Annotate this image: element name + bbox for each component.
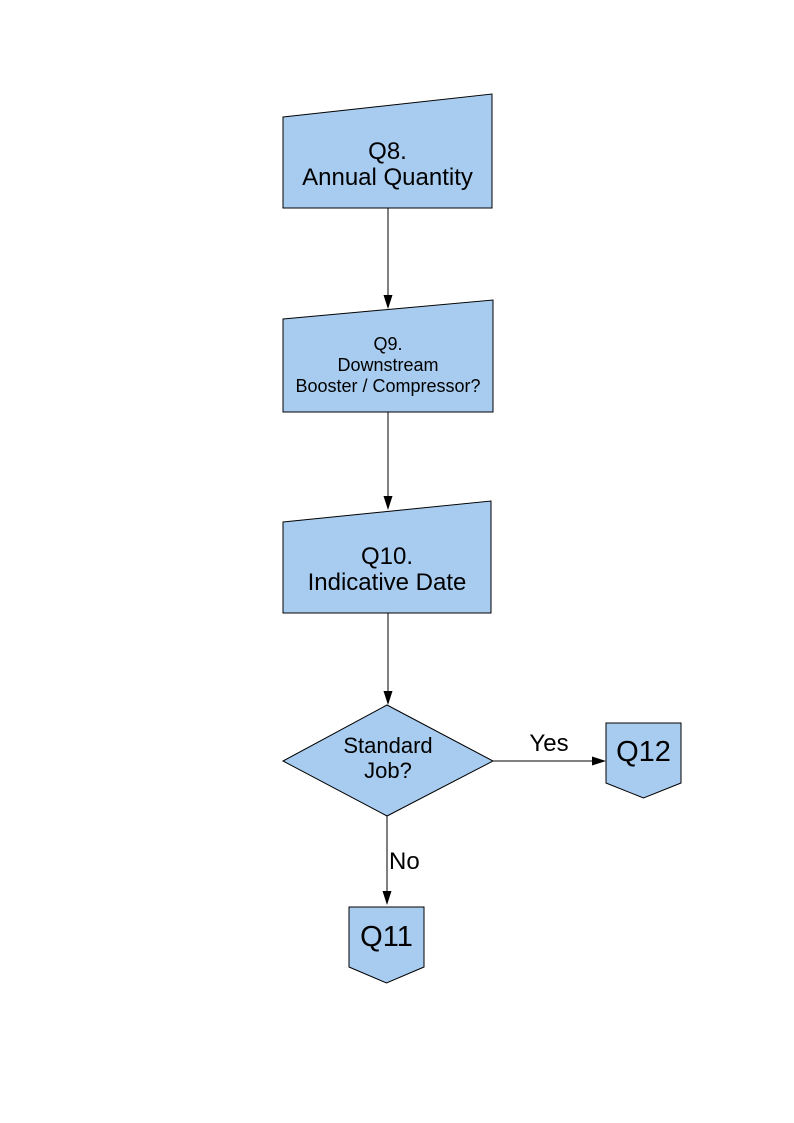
q11-node-shape [348,906,425,984]
arrowhead-down-icon [383,691,393,705]
edge-decision-q12 [493,756,606,766]
arrowhead-down-icon [383,496,393,510]
edge-decision-q11 [382,816,392,905]
q12-node-shape [605,722,682,799]
decision-node-label: Standard Job? [343,733,433,783]
q10-node-shape [282,500,492,614]
q8-node-label: Q8. Annual Quantity [302,138,473,191]
q11-node-label: Q11 [360,921,413,953]
arrowhead-down-icon [382,891,392,905]
q9-node-shape [282,299,494,413]
yes-branch-label: Yes [529,730,569,757]
edge-q10-decision [383,613,393,705]
q8-node-shape [282,93,493,209]
edge-q9-q10 [383,412,393,510]
q10-node-label: Q10. Indicative Date [307,543,467,596]
q9-node-label: Q9. Downstream Booster / Compressor? [295,334,481,396]
arrowhead-right-icon [592,756,606,766]
arrowhead-down-icon [383,295,393,309]
no-branch-label: No [389,848,420,875]
q12-node-label: Q12 [616,736,671,768]
edge-q8-q9 [383,208,393,309]
